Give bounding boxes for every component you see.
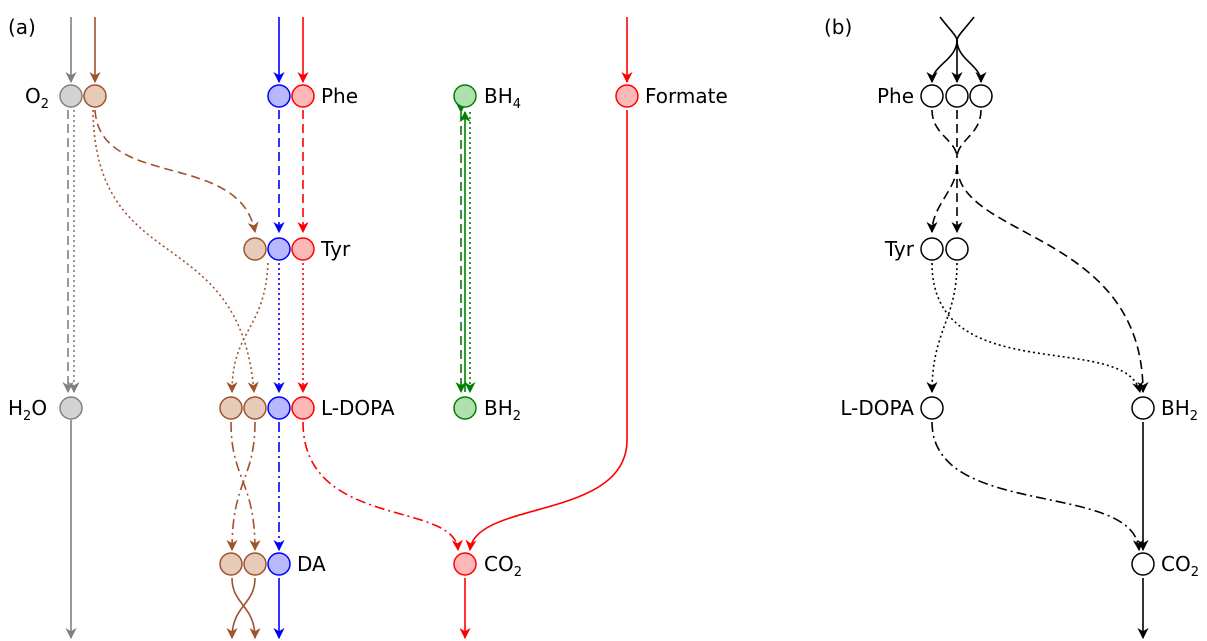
label-co2: CO2 (484, 552, 522, 580)
panel-a-edges (62, 17, 633, 640)
label-b-ldopa: L-DOPA (840, 396, 914, 420)
label-ldopa: L-DOPA (321, 396, 395, 420)
edge-b-tyr-ldopa (926, 262, 958, 394)
edge-red-dashdot (302, 421, 463, 552)
node-ldopa-blue (267, 396, 291, 420)
node-da-brown-1 (219, 552, 243, 576)
node-co2-red (453, 552, 477, 576)
edge-brown-dotted-short (226, 262, 269, 394)
node-ldopa-red (291, 396, 315, 420)
panel-label-a: (a) (8, 15, 36, 39)
label-bh2: BH2 (484, 396, 521, 424)
panel-b-edges (926, 16, 1149, 640)
node-o2-gray (59, 84, 83, 108)
node-h2o-gray (59, 396, 83, 420)
edge-b-phe-right (956, 109, 982, 159)
node-b-phe-1 (920, 84, 944, 108)
node-b-bh2 (1131, 396, 1155, 420)
node-bh4-green (453, 84, 477, 108)
node-tyr-blue (267, 237, 291, 261)
node-b-co2 (1131, 552, 1155, 576)
edge-b-tyr-bh2 (931, 262, 1144, 394)
edge-b-in-left (926, 39, 958, 84)
edge-b-ldopa-co2 (931, 421, 1144, 552)
node-b-tyr-2 (945, 237, 969, 261)
node-b-ldopa (920, 396, 944, 420)
node-tyr-brown (243, 237, 267, 261)
label-b-phe: Phe (877, 84, 914, 108)
panel-b-nodes (920, 84, 1155, 576)
edge-b-tyr-left (926, 164, 958, 234)
label-da: DA (297, 552, 326, 576)
edge-red-formate-co2 (465, 110, 628, 552)
panel-a-nodes (59, 84, 639, 576)
node-ldopa-brown-1 (219, 396, 243, 420)
node-b-tyr-1 (920, 237, 944, 261)
label-b-bh2: BH2 (1161, 396, 1198, 424)
node-bh2-green (453, 396, 477, 420)
label-b-tyr: Tyr (884, 237, 915, 261)
edge-b-in-2 (956, 16, 975, 41)
edge-b-phe-left (931, 109, 958, 159)
edge-brown-dashed (94, 109, 259, 234)
edge-b-in-1 (939, 16, 958, 41)
label-phe: Phe (321, 84, 358, 108)
node-ldopa-brown-2 (243, 396, 267, 420)
label-h2o: H2O (8, 396, 47, 424)
node-da-brown-2 (243, 552, 267, 576)
edge-brown-dotted-long (92, 109, 259, 394)
edge-brown-dashdot-1 (230, 421, 261, 552)
panel-b-labels: Phe Tyr L-DOPA BH2 CO2 (840, 84, 1199, 580)
edge-brown-dashdot-2 (226, 421, 256, 552)
edge-b-bh2-dashed (956, 164, 1149, 394)
label-o2: O2 (25, 84, 49, 112)
label-b-co2: CO2 (1161, 552, 1199, 580)
node-phe-red (291, 84, 315, 108)
node-b-phe-2 (945, 84, 969, 108)
node-formate-red (615, 84, 639, 108)
panel-a-labels: O2 Phe BH4 Formate Tyr H2O L-DOPA BH2 DA… (8, 84, 728, 580)
edge-brown-out-2 (226, 577, 256, 640)
node-da-blue (267, 552, 291, 576)
node-phe-blue (267, 84, 291, 108)
node-o2-brown (83, 84, 107, 108)
label-tyr: Tyr (320, 237, 351, 261)
node-b-phe-3 (969, 84, 993, 108)
edge-brown-out-1 (231, 577, 261, 640)
panel-label-b: (b) (824, 15, 852, 39)
edge-b-in-right (956, 39, 987, 84)
label-formate: Formate (645, 84, 728, 108)
label-bh4: BH4 (484, 84, 521, 112)
node-tyr-red (291, 237, 315, 261)
